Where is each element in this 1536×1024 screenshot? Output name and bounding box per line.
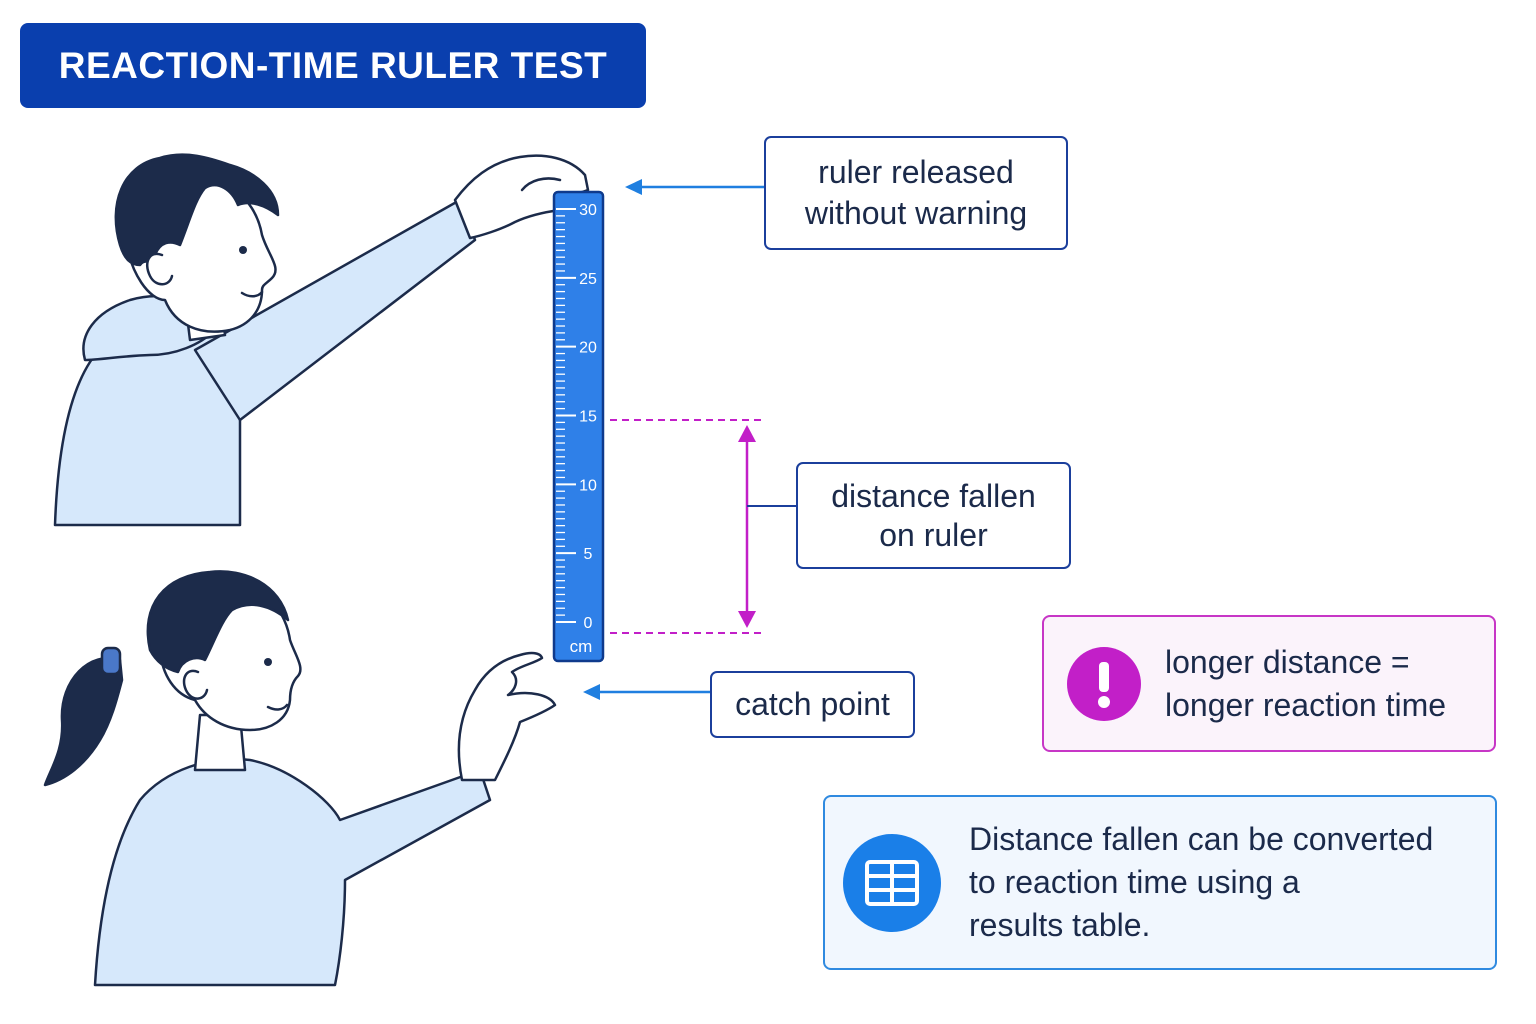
ruler-tick-label: 0 [584,615,593,632]
distance-arrow-down-icon [738,611,756,628]
exclamation-icon [1067,646,1141,721]
release-callout-text: ruler released without warning [804,154,1028,231]
warning-note: longer distance = longer reaction time [1042,615,1496,752]
table-note: Distance fallen can be converted to reac… [823,795,1497,970]
distance-callout: distance fallen on ruler [796,462,1071,569]
table-icon [843,833,941,932]
distance-callout-text: distance fallen on ruler [831,477,1036,553]
warning-note-text: longer distance = longer reaction time [1165,643,1447,723]
ruler-tick-label: 20 [579,340,597,357]
catch-pointer [583,684,711,700]
distance-measure [610,419,797,634]
release-callout: ruler released without warning [764,136,1068,250]
title-banner: REACTION-TIME RULER TEST [20,23,646,108]
table-note-text: Distance fallen can be converted to reac… [969,821,1434,943]
page-title: REACTION-TIME RULER TEST [58,44,608,86]
catch-arrow-icon [583,684,600,700]
ruler-tick-labels: 30 25 20 15 10 5 0 [579,202,597,632]
ruler: 30 25 20 15 10 5 0 cm [552,190,605,663]
distance-arrow-up-icon [738,425,756,442]
ruler-body [552,190,605,663]
ruler-tick-label: 10 [579,477,597,494]
ruler-unit-label: cm [570,637,593,656]
release-arrow-icon [625,179,642,195]
ruler-tick-label: 15 [579,409,597,426]
person-releasing [53,153,590,527]
ruler-ticks [556,208,576,623]
catch-callout-text: catch point [735,686,890,722]
release-pointer [625,179,765,195]
catch-callout: catch point [710,671,915,738]
ruler-tick-label: 25 [579,271,597,288]
ruler-tick-label: 5 [584,546,593,563]
ruler-tick-label: 30 [579,202,597,219]
person-catching [43,570,557,987]
